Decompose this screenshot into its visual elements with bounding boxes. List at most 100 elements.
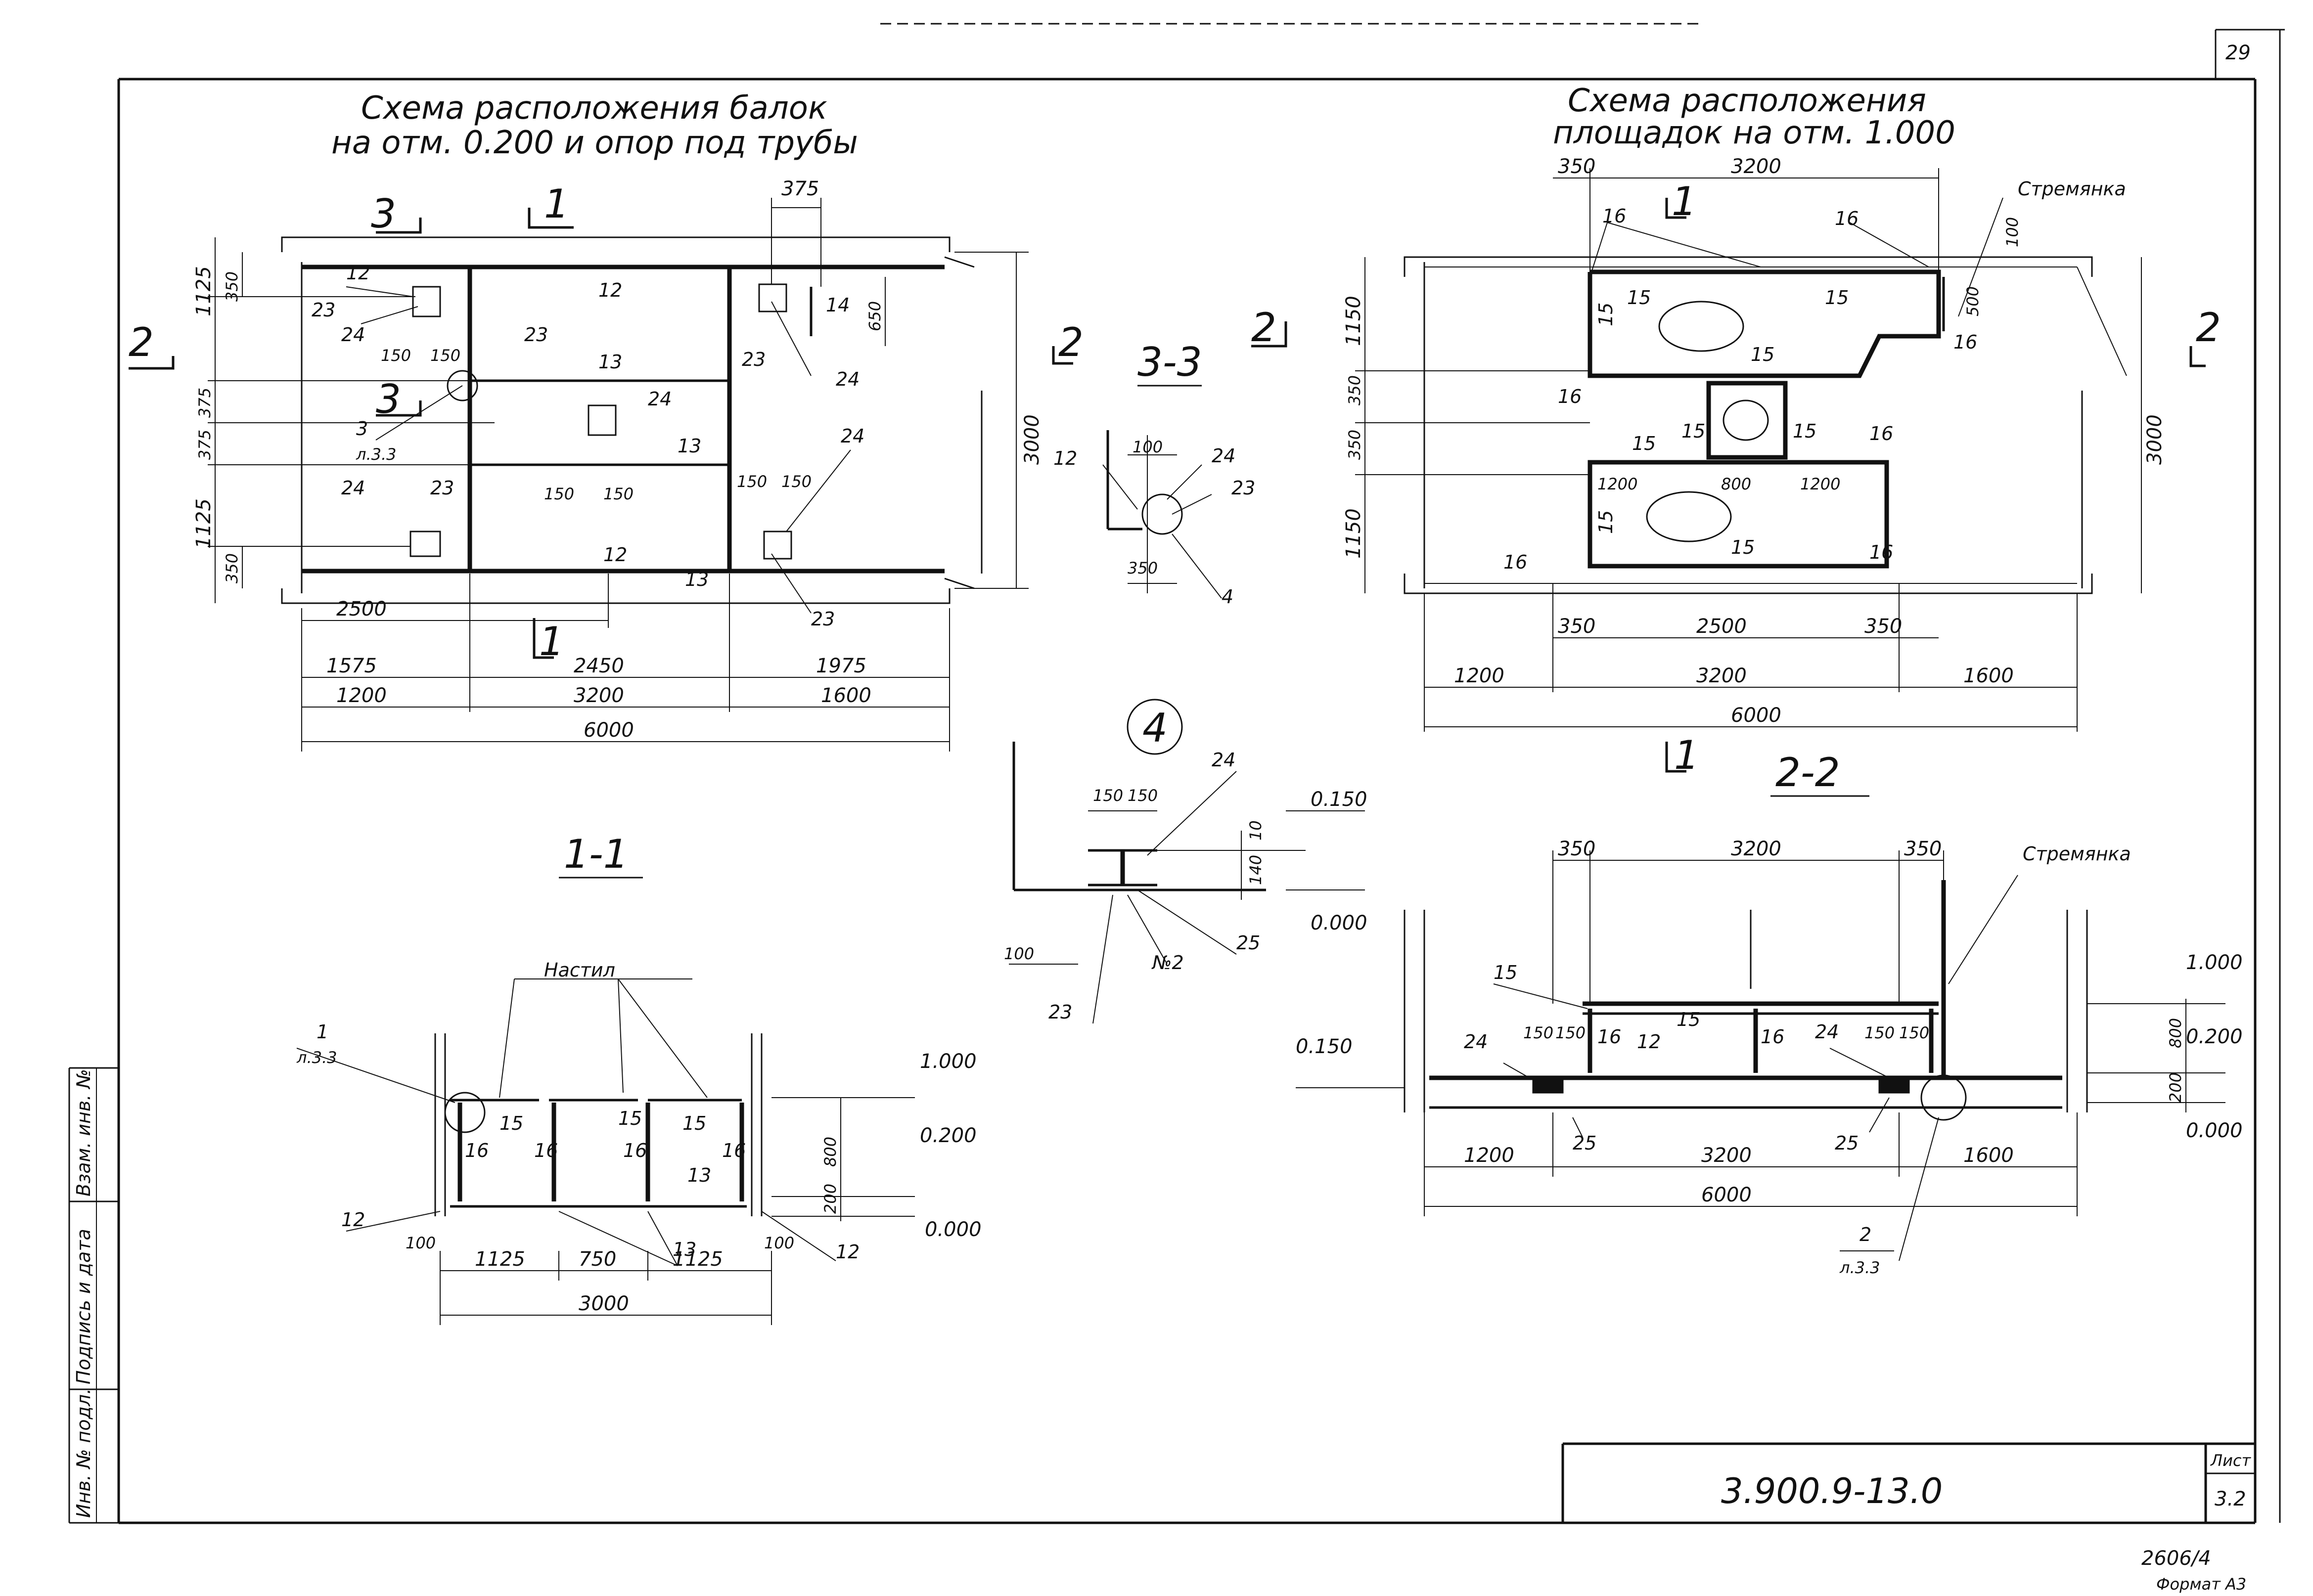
- s11-mark-16-b: 16: [534, 1140, 558, 1161]
- s11-mark-15-c: 15: [682, 1112, 706, 1134]
- mark-13-b: 13: [678, 435, 701, 457]
- s11-dim-3000: 3000: [579, 1292, 629, 1315]
- s11-mark-13-b: 13: [673, 1239, 696, 1260]
- s22-mark-24-a: 24: [1464, 1031, 1488, 1053]
- s11-mark-15-a: 15: [499, 1112, 523, 1134]
- plan-beams-cut-2-right: 2: [1058, 319, 1084, 365]
- s22-ref-sheet: л.3.3: [1839, 1258, 1880, 1277]
- plat-mark-16-c: 16: [1953, 331, 1977, 353]
- mark-23-a: 23: [312, 299, 335, 321]
- s22-level-0200: 0.200: [2186, 1025, 2243, 1048]
- s22-cut-1-mark: [1665, 742, 1686, 773]
- bottom-format-note: Формат А3: [2156, 1575, 2246, 1594]
- s22-mark-25-b: 25: [1835, 1132, 1859, 1154]
- dim-375-a: 375: [195, 388, 214, 418]
- plat-mark-16-e: 16: [1869, 423, 1893, 444]
- s22-dim-3200-top: 3200: [1731, 838, 1781, 860]
- plat-mark-16-g: 16: [1503, 551, 1527, 573]
- s11-dim-200: 200: [821, 1184, 840, 1214]
- s22-mark-16-a: 16: [1597, 1026, 1621, 1048]
- s22-ref-2: 2: [1859, 1224, 1871, 1245]
- plan-beams-title-2: на отм. 0.200 и опор под трубы: [331, 125, 858, 161]
- n4-mark-n2: №2: [1151, 952, 1184, 974]
- s11-level-0200: 0.200: [920, 1124, 977, 1147]
- plat-dim-350-l2: 350: [1345, 430, 1364, 460]
- s11-mark-12-r: 12: [836, 1241, 860, 1263]
- s11-level-1000: 1.000: [920, 1050, 977, 1073]
- mark-12-b: 12: [598, 279, 622, 301]
- plat-mark-16-d: 16: [1558, 386, 1582, 407]
- s11-dim-750: 750: [579, 1248, 616, 1271]
- mark-24-c: 24: [836, 368, 860, 390]
- section-22-title: 2-2: [1775, 750, 1840, 796]
- s22-dim-6000: 6000: [1701, 1184, 1752, 1206]
- mark-24-b: 24: [648, 388, 672, 410]
- plan-beams-cut-1: 1: [544, 181, 569, 227]
- dim-2500: 2500: [336, 598, 387, 621]
- plat-dim-500: 500: [1963, 286, 1982, 316]
- s11-mark-15-b: 15: [618, 1108, 642, 1129]
- plat-cut-1: 1: [1672, 178, 1697, 224]
- s22-mark-25-a: 25: [1573, 1132, 1596, 1154]
- dim-375: 375: [781, 177, 819, 200]
- dim-2450: 2450: [574, 655, 624, 677]
- plan-beams-cut-1-bottom: 1: [539, 619, 564, 665]
- dim-1125-bottom: 1125: [192, 498, 215, 549]
- s22-level-1000: 1.000: [2186, 951, 2243, 974]
- n4-dim-100: 100: [1004, 944, 1034, 963]
- mark-13-a: 13: [598, 351, 622, 373]
- n4-mark-25: 25: [1236, 932, 1260, 954]
- title-block: [1561, 1442, 2255, 1523]
- section-22-drawing: [1296, 850, 2225, 1261]
- list-number: 3.2: [2215, 1488, 2246, 1510]
- dim-150-a: 150: [381, 346, 411, 365]
- s11-ref-1: 1: [317, 1021, 328, 1043]
- s11-mark-16-d: 16: [722, 1140, 746, 1161]
- s33-dim-100: 100: [1133, 438, 1163, 456]
- dim-350-bottom: 350: [223, 553, 241, 583]
- s22-level-0150: 0.150: [1296, 1035, 1353, 1058]
- mark-24-a: 24: [341, 324, 365, 346]
- s22-dim-150-c: 150: [1864, 1023, 1895, 1042]
- n4-mark-23: 23: [1048, 1001, 1072, 1023]
- section-11-title: 1-1: [564, 831, 629, 877]
- plan-platforms-title-2: площадок на отм. 1.000: [1553, 115, 1955, 151]
- plan-beams: [129, 198, 1073, 752]
- s33-mark-12: 12: [1053, 447, 1077, 469]
- s33-mark-24: 24: [1212, 445, 1235, 467]
- s11-deck-label: Настил: [544, 959, 615, 981]
- s22-dim-800: 800: [2166, 1018, 2185, 1048]
- plat-mark-16-f: 16: [1869, 541, 1893, 563]
- plat-inner-1200-b: 1200: [1800, 475, 1840, 493]
- n4-dim-150-b: 150: [1128, 786, 1158, 805]
- s11-dim-800: 800: [821, 1137, 840, 1167]
- plat-dim-1150-top: 1150: [1342, 296, 1365, 346]
- mark-23-c: 23: [742, 349, 766, 370]
- plat-inner-800: 800: [1721, 475, 1751, 493]
- s22-level-0000: 0.000: [2186, 1119, 2243, 1142]
- plat-mark-15-e: 15: [1681, 420, 1705, 442]
- s33-mark-4: 4: [1222, 586, 1233, 608]
- node-4-drawing: [1009, 742, 1365, 1024]
- s11-mark-13-a: 13: [687, 1164, 711, 1186]
- s22-cut-1: 1: [1674, 732, 1699, 778]
- s11-dim-1125-b: 1125: [673, 1248, 723, 1271]
- plat-dim-1200: 1200: [1454, 665, 1504, 687]
- s22-dim-150-b: 150: [1555, 1023, 1586, 1042]
- plat-mark-15-d: 15: [1632, 433, 1656, 454]
- dim-6000: 6000: [584, 719, 634, 742]
- plat-cut-2-right: 2: [2196, 305, 2221, 351]
- plat-mark-15-b: 15: [1825, 287, 1849, 309]
- mark-12-a: 12: [346, 262, 370, 284]
- mark-12-c: 12: [603, 544, 627, 566]
- plat-mark-16-a: 16: [1602, 205, 1626, 227]
- bottom-note: 2606/4: [2141, 1547, 2211, 1570]
- plan-platforms-title-1: Схема расположения: [1568, 83, 1926, 119]
- plat-dim-2500: 2500: [1696, 615, 1747, 638]
- s22-dim-1600: 1600: [1963, 1144, 2014, 1167]
- node-4-bubble: [1127, 699, 1183, 755]
- s33-mark-23: 23: [1231, 477, 1255, 499]
- plat-dim-350-top: 350: [1558, 155, 1595, 178]
- plat-mark-15-f: 15: [1793, 420, 1816, 442]
